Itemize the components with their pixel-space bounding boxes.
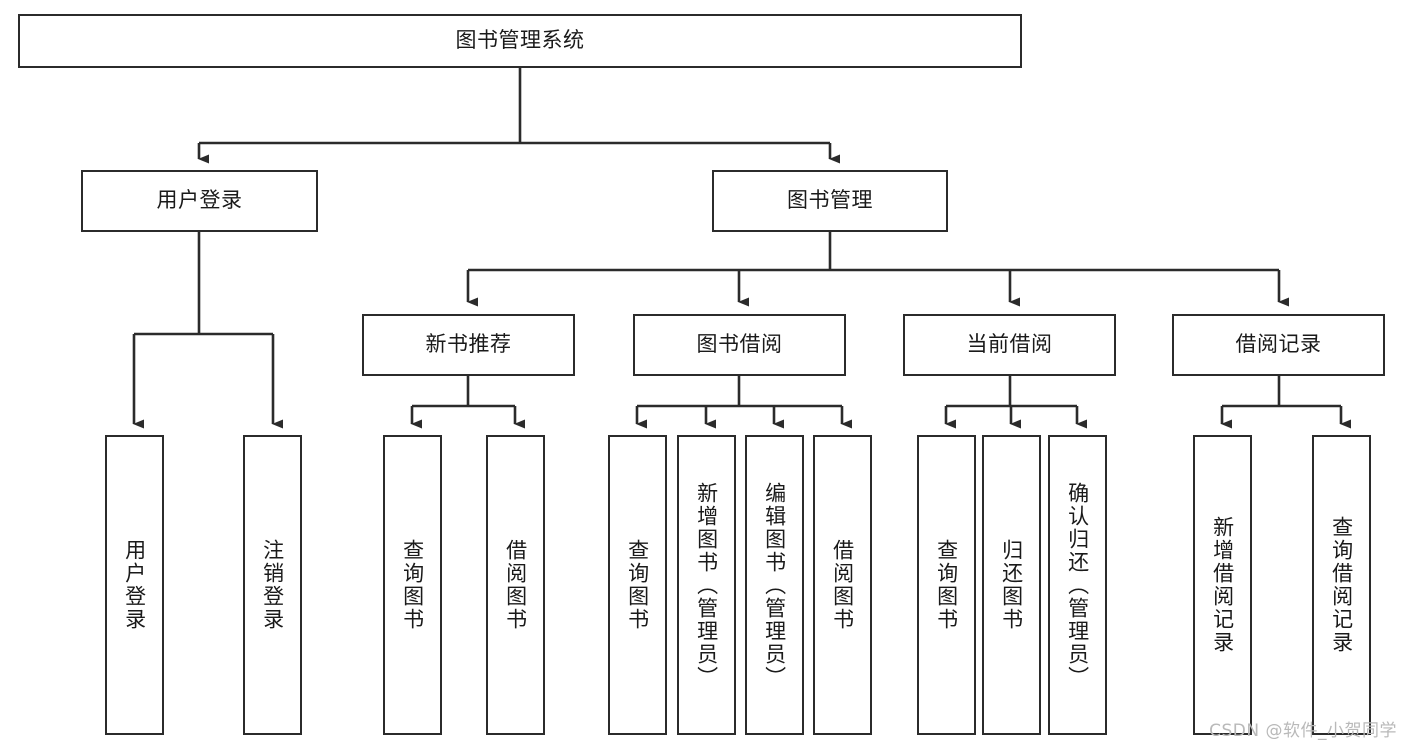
node-leaf-query-book-2-label: 查询图书 <box>625 539 650 631</box>
node-leaf-query-record[interactable]: 查询借阅记录 <box>1312 435 1371 735</box>
node-current-borrow-label: 当前借阅 <box>966 332 1053 357</box>
node-leaf-add-record-label: 新增借阅记录 <box>1210 516 1235 654</box>
node-leaf-return-book[interactable]: 归还图书 <box>982 435 1041 735</box>
node-leaf-logout-login[interactable]: 注销登录 <box>243 435 302 735</box>
node-book-manage[interactable]: 图书管理 <box>712 170 948 232</box>
node-leaf-borrow-book-2-label: 借阅图书 <box>830 539 855 631</box>
node-leaf-query-book-1[interactable]: 查询图书 <box>383 435 442 735</box>
node-leaf-query-book-3-label: 查询图书 <box>934 539 959 631</box>
node-leaf-query-record-label: 查询借阅记录 <box>1329 516 1354 654</box>
node-leaf-query-book-1-label: 查询图书 <box>400 539 425 631</box>
node-leaf-edit-book[interactable]: 编辑图书（管理员） <box>745 435 804 735</box>
node-borrow-record[interactable]: 借阅记录 <box>1172 314 1385 376</box>
node-borrow-record-label: 借阅记录 <box>1235 332 1322 357</box>
node-user-login-label: 用户登录 <box>156 188 243 213</box>
node-leaf-confirm-return[interactable]: 确认归还（管理员） <box>1048 435 1107 735</box>
csdn-watermark: CSDN @软件_小贺同学 <box>1209 721 1397 741</box>
node-leaf-add-book[interactable]: 新增图书（管理员） <box>677 435 736 735</box>
node-leaf-borrow-book-1[interactable]: 借阅图书 <box>486 435 545 735</box>
node-book-borrow-label: 图书借阅 <box>696 332 783 357</box>
node-leaf-edit-book-label: 编辑图书（管理员） <box>762 481 787 689</box>
node-leaf-return-book-label: 归还图书 <box>999 539 1024 631</box>
node-leaf-user-login-label: 用户登录 <box>122 539 147 631</box>
node-leaf-add-book-label: 新增图书（管理员） <box>694 481 719 689</box>
node-leaf-query-book-2[interactable]: 查询图书 <box>608 435 667 735</box>
node-leaf-borrow-book-1-label: 借阅图书 <box>503 539 528 631</box>
node-leaf-borrow-book-2[interactable]: 借阅图书 <box>813 435 872 735</box>
node-new-book-recommend-label: 新书推荐 <box>425 332 512 357</box>
node-leaf-query-book-3[interactable]: 查询图书 <box>917 435 976 735</box>
node-root-label: 图书管理系统 <box>455 28 585 53</box>
node-current-borrow[interactable]: 当前借阅 <box>903 314 1116 376</box>
node-leaf-confirm-return-label: 确认归还（管理员） <box>1065 481 1090 689</box>
node-book-manage-label: 图书管理 <box>787 188 873 213</box>
node-user-login[interactable]: 用户登录 <box>81 170 318 232</box>
node-leaf-user-login[interactable]: 用户登录 <box>105 435 164 735</box>
node-new-book-recommend[interactable]: 新书推荐 <box>362 314 575 376</box>
node-leaf-logout-login-label: 注销登录 <box>260 539 285 631</box>
node-root[interactable]: 图书管理系统 <box>18 14 1022 68</box>
node-book-borrow[interactable]: 图书借阅 <box>633 314 846 376</box>
node-leaf-add-record[interactable]: 新增借阅记录 <box>1193 435 1252 735</box>
